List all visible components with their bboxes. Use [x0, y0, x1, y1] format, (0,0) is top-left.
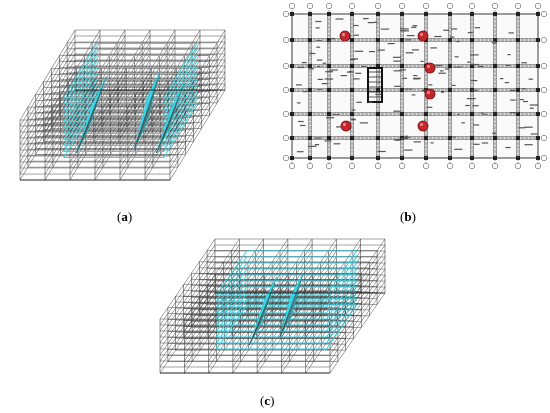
panel-b-floor-plan — [282, 2, 548, 170]
caption-b: (b) — [400, 209, 416, 224]
panel-c-3d-frame — [140, 228, 402, 383]
caption-a: (a) — [117, 209, 133, 224]
panel-a-3d-frame — [0, 20, 250, 195]
3d-frame-model-icon — [159, 238, 386, 374]
caption-c: (c) — [260, 393, 275, 408]
3d-frame-model-icon — [19, 29, 226, 181]
floor-plan-icon — [282, 2, 548, 170]
